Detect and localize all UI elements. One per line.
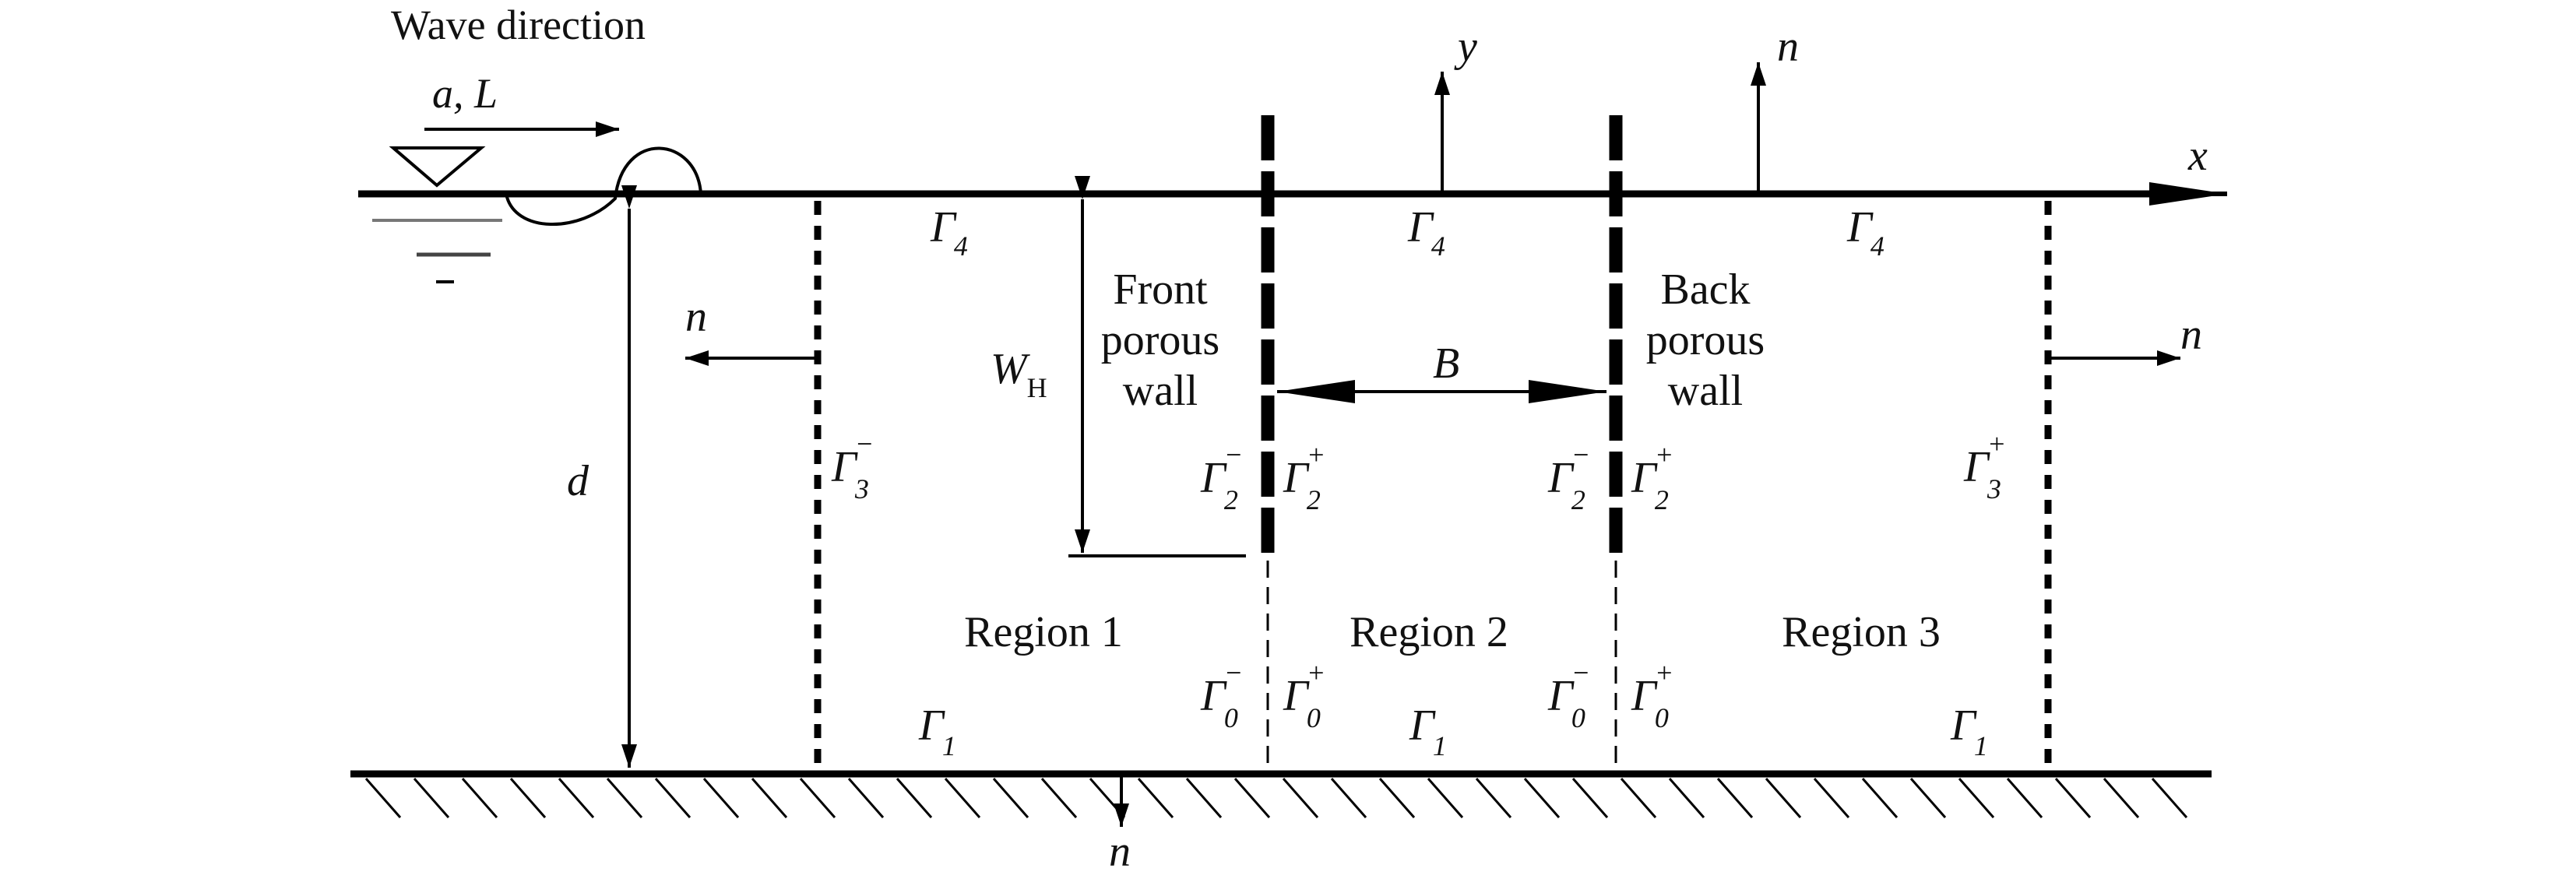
seabed-hatch-mark [2054, 778, 2092, 818]
gamma2-plus-back-label: Γ2+ [1631, 439, 1673, 515]
gamma0-plus-back-label: Γ0+ [1631, 657, 1673, 733]
seabed-hatch-mark [1861, 778, 1899, 818]
gamma4-label-region1: Γ4 [930, 203, 968, 262]
seabed-hatch-mark [509, 778, 547, 818]
seabed-hatch-mark [1909, 778, 1947, 818]
svg-text:porous: porous [1101, 316, 1219, 364]
seabed-hatch-mark [1813, 778, 1850, 818]
gamma1-label-region2: Γ1 [1409, 701, 1447, 761]
normal-label-top: n [1777, 23, 1799, 71]
gamma2-plus-front-label: Γ2+ [1283, 439, 1325, 515]
seabed-hatch-mark [1958, 778, 1995, 818]
normal-label-bottom: n [1109, 828, 1131, 876]
sea-bed [350, 770, 2212, 818]
gamma1-label-region1: Γ1 [918, 701, 956, 761]
seabed-hatch-mark [702, 778, 740, 818]
x-axis-label: x [2187, 132, 2208, 180]
seabed-hatch-mark [1620, 778, 1657, 818]
svg-text:wall: wall [1668, 367, 1743, 415]
seabed-hatch-mark [2103, 778, 2140, 818]
seabed-hatch-mark [558, 778, 595, 818]
gamma1-label-region3: Γ1 [1950, 701, 1988, 761]
seabed-hatch-mark [1427, 778, 1464, 818]
region-1-label: Region 1 [964, 608, 1123, 656]
seabed-hatch-mark [1185, 778, 1223, 818]
depth-label: d [567, 457, 589, 505]
gamma0-minus-front-label: Γ0− [1200, 657, 1243, 733]
gamma4-label-region2: Γ4 [1407, 203, 1445, 262]
gamma0-plus-front-label: Γ0+ [1283, 657, 1325, 733]
wave-parameters-label: a, L [432, 70, 498, 117]
svg-text:porous: porous [1646, 316, 1765, 364]
y-axis-label: y [1454, 23, 1477, 71]
svg-text:wall: wall [1123, 367, 1198, 415]
seabed-hatch-mark [799, 778, 836, 818]
seabed-hatch-mark [751, 778, 788, 818]
seabed-hatch-mark [1523, 778, 1561, 818]
normal-label-left: n [685, 293, 707, 341]
normal-label-right: n [2180, 311, 2202, 359]
seabed-hatch-mark [1330, 778, 1367, 818]
seabed-hatch-mark [1571, 778, 1609, 818]
gamma2-minus-front-label: Γ2− [1200, 439, 1243, 515]
front-wall-title: Front porous wall [1101, 265, 1219, 415]
gamma4-label-region3: Γ4 [1846, 203, 1884, 262]
gamma3-plus-label: Γ3+ [1963, 428, 2006, 505]
gamma3-minus-label: Γ3− [831, 428, 874, 505]
wave-profile-icon [505, 146, 702, 226]
seabed-hatch-mark [364, 778, 402, 818]
gamma2-minus-back-label: Γ2− [1547, 439, 1590, 515]
wall-height-label: WH [991, 345, 1047, 403]
gamma0-minus-back-label: Γ0− [1547, 657, 1590, 733]
seabed-hatch-mark [413, 778, 450, 818]
seabed-hatch-mark [2006, 778, 2043, 818]
seabed-hatch-mark [654, 778, 692, 818]
seabed-hatch-mark [1716, 778, 1754, 818]
seabed-hatch-mark [896, 778, 933, 818]
seabed-hatch-mark [1089, 778, 1126, 818]
seabed-hatch-mark [606, 778, 643, 818]
seabed-hatch-mark [1233, 778, 1271, 818]
seabed-hatch-mark [461, 778, 498, 818]
region-2-label: Region 2 [1350, 608, 1508, 656]
gap-width-label: B [1433, 339, 1459, 388]
seabed-hatch-mark [944, 778, 981, 818]
seabed-hatch-mark [1765, 778, 1802, 818]
water-level-icon [372, 146, 502, 283]
seabed-hatch-mark [847, 778, 885, 818]
wave-direction-label: Wave direction [391, 2, 646, 48]
region-3-label: Region 3 [1782, 608, 1941, 656]
back-wall-title: Back porous wall [1646, 265, 1765, 415]
seabed-hatch-mark [1668, 778, 1705, 818]
seabed-hatch-mark [1378, 778, 1416, 818]
svg-text:Back: Back [1660, 265, 1750, 314]
seabed-hatch-mark [1137, 778, 1174, 818]
seabed-hatch-mark [992, 778, 1029, 818]
seabed-hatch-mark [1040, 778, 1078, 818]
seabed-hatch-mark [1475, 778, 1512, 818]
seabed-hatch-mark [2151, 778, 2188, 818]
seabed-hatch-mark [1282, 778, 1319, 818]
svg-text:Front: Front [1113, 265, 1208, 314]
